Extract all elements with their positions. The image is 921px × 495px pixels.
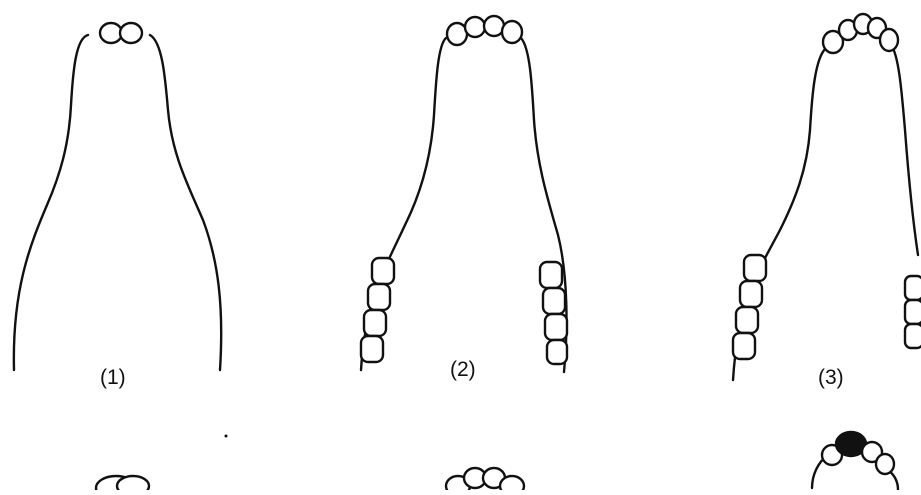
tooth	[733, 333, 755, 359]
panel-5	[446, 468, 524, 490]
teeth-group-3-left-molars	[733, 255, 766, 359]
tooth	[740, 281, 762, 307]
tooth	[905, 300, 921, 324]
tooth	[502, 21, 522, 43]
teeth-group-3-right-molars	[905, 276, 921, 348]
tooth	[880, 29, 898, 51]
panel-3: (3)	[733, 14, 921, 389]
teeth-group-2-right-molars	[540, 262, 567, 364]
teeth-group-1-front	[100, 23, 142, 43]
panel-label-3: (3)	[818, 366, 844, 389]
teeth-group-2-left-molars	[361, 258, 394, 362]
panel-label-2: (2)	[450, 358, 476, 381]
tooth	[905, 324, 921, 348]
tooth	[465, 17, 485, 37]
tooth	[545, 314, 567, 340]
panel-1: (1)	[14, 23, 221, 389]
teeth-group-2-front	[447, 16, 522, 45]
panel-6	[812, 432, 898, 490]
tooth	[120, 23, 142, 43]
tooth	[100, 23, 122, 43]
tooth	[547, 340, 567, 364]
tooth	[361, 336, 383, 362]
tooth	[736, 307, 758, 333]
tooth	[543, 288, 565, 314]
arch-outline-1	[14, 35, 88, 370]
tooth	[540, 262, 562, 288]
panel-label-1: (1)	[100, 366, 126, 389]
arch-outline-3-right	[891, 45, 918, 255]
tooth	[744, 255, 766, 281]
arch-outline-1-right	[150, 35, 221, 370]
tooth	[364, 310, 386, 336]
tooth	[905, 276, 921, 300]
tooth	[500, 476, 524, 490]
tooth	[876, 454, 894, 474]
speck	[225, 435, 228, 438]
panel-2: (2)	[361, 16, 567, 381]
teeth-group-3-front	[823, 14, 898, 53]
tooth	[117, 476, 149, 490]
panel-4	[96, 476, 149, 490]
tooth	[368, 284, 390, 310]
tooth	[372, 258, 394, 284]
